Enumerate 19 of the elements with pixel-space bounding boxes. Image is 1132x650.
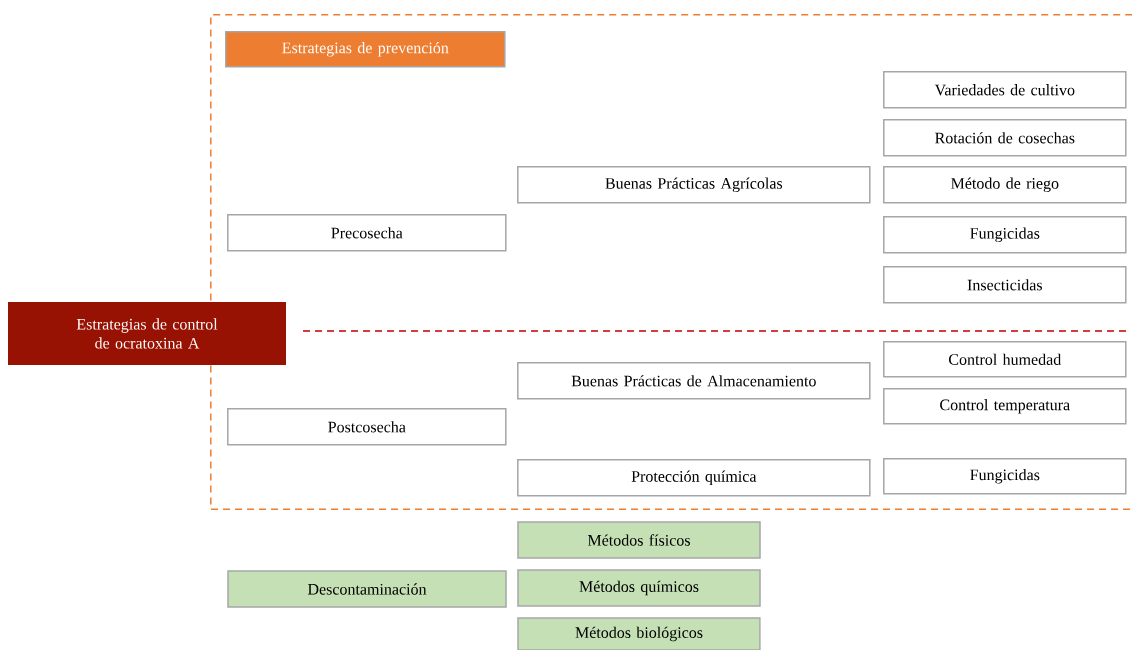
- category-box: Descontaminación: [227, 570, 507, 608]
- measure-box: Método de riego: [883, 166, 1127, 204]
- measure-box: Insecticidas: [883, 266, 1127, 304]
- method-box: Métodos químicos: [517, 569, 761, 607]
- heading-box: Estrategias de prevención: [225, 31, 506, 68]
- practice-box: Protección química: [517, 459, 871, 497]
- title-box: Estrategias de control de ocratoxina A: [8, 302, 286, 365]
- method-box: Métodos biológicos: [517, 617, 761, 650]
- category-box: Precosecha: [227, 214, 507, 252]
- method-box: Métodos físicos: [517, 521, 761, 559]
- practice-box: Buenas Prácticas Agrícolas: [517, 166, 871, 204]
- measure-box: Control humedad: [883, 341, 1127, 378]
- measure-box: Fungicidas: [883, 216, 1127, 254]
- measure-box: Control temperatura: [883, 388, 1127, 425]
- practice-box: Buenas Prácticas de Almacenamiento: [517, 362, 871, 400]
- measure-box: Variedades de cultivo: [883, 71, 1127, 109]
- category-box: Postcosecha: [227, 408, 507, 446]
- measure-box: Rotación de cosechas: [883, 119, 1127, 157]
- measure-box: Fungicidas: [883, 458, 1127, 495]
